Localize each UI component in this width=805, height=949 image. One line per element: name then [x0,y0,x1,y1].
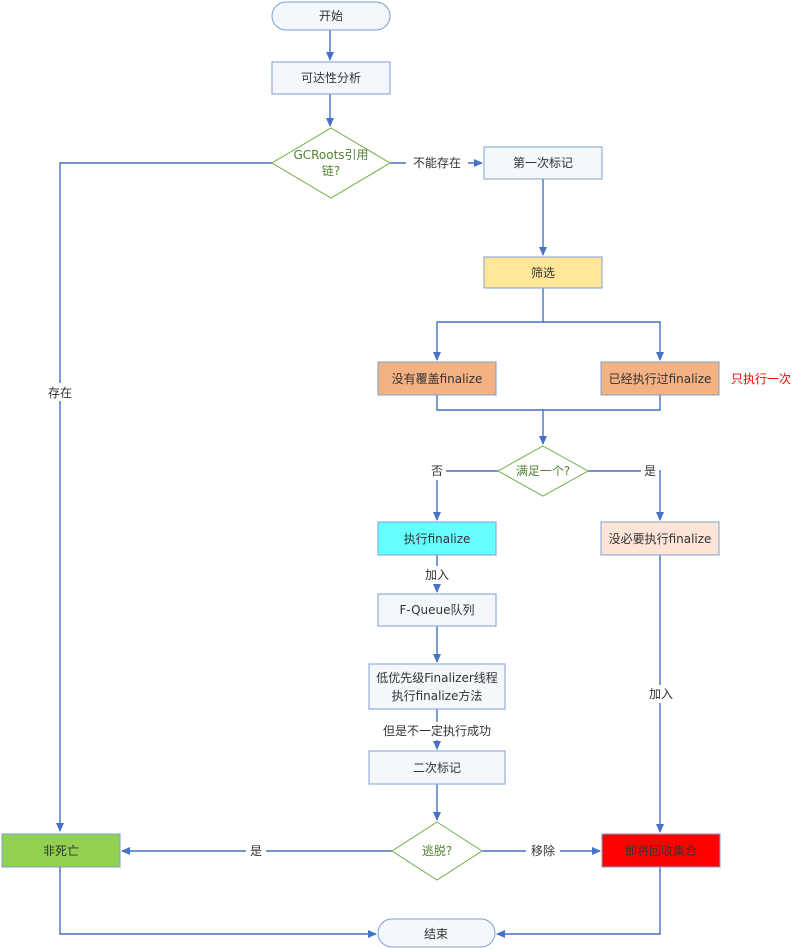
exec-finalize-box [377,521,497,556]
finalizer-thread-box [368,663,506,710]
edge-satisfy-no [433,470,498,521]
first-mark-box [483,146,603,180]
label-cannot-exist: 不能存在 [413,156,461,170]
end-label: 结束 [424,927,448,941]
gcroots-decision-label-line2: 链? [322,163,340,178]
label-yes-left: 是 [250,844,262,858]
filter-label: 筛选 [531,265,555,280]
second-mark-label: 二次标记 [413,761,461,775]
escape-label: 逃脱? [422,843,452,858]
already-executed-box [600,361,720,396]
not-dead-label: 非死亡 [43,844,79,858]
already-executed-label: 已经执行过finalize [609,372,712,386]
edge-collect-to-end [496,867,661,938]
edge-filter-split [433,288,544,361]
start-terminal [271,1,391,31]
first-mark-label: 第一次标记 [513,156,573,170]
edge-no-override-join [436,395,547,445]
to-collect-label: 即将回收集合 [625,843,697,858]
edge-executed-join [543,395,661,411]
to-collect-box [601,833,721,868]
label-join-left: 加入 [425,568,449,582]
edge-satisfy-yes [588,470,664,521]
reachability-analysis-label: 可达性分析 [301,71,361,85]
no-override-box [377,361,497,396]
gcroots-decision [271,127,391,199]
start-label: 开始 [319,9,343,23]
fqueue-box [377,593,497,627]
label-not-guaranteed: 但是不一定执行成功 [383,723,491,738]
execute-once-annotation: 只执行一次 [731,372,791,386]
label-remove: 移除 [531,843,555,858]
no-override-label: 没有覆盖finalize [392,371,483,386]
label-no: 否 [431,464,443,478]
edge-decision-to-not-dead [56,162,272,832]
edge-not-dead-to-end [59,867,377,938]
gcroots-decision-label-line1: GCRoots引用 [293,148,368,162]
label-yes-right: 是 [644,464,656,478]
exec-finalize-label: 执行finalize [404,532,471,546]
second-mark-box [368,750,506,785]
finalizer-thread-label-line1: 低优先级Finalizer线程 [376,670,498,685]
no-need-box [600,521,720,556]
not-dead-box [1,833,121,868]
label-exists: 存在 [48,386,72,400]
fqueue-label: F-Queue队列 [399,602,474,617]
reachability-analysis-box [271,61,391,95]
end-terminal [377,918,496,948]
label-join-right: 加入 [649,687,673,701]
escape-decision [391,821,483,881]
satisfy-one-label: 满足一个? [516,464,570,478]
finalizer-thread-label-line2: 执行finalize方法 [392,688,483,703]
no-need-label: 没必要执行finalize [609,531,712,546]
filter-box [483,256,603,289]
edge-filter-right [543,321,664,361]
satisfy-one-decision [496,445,590,497]
